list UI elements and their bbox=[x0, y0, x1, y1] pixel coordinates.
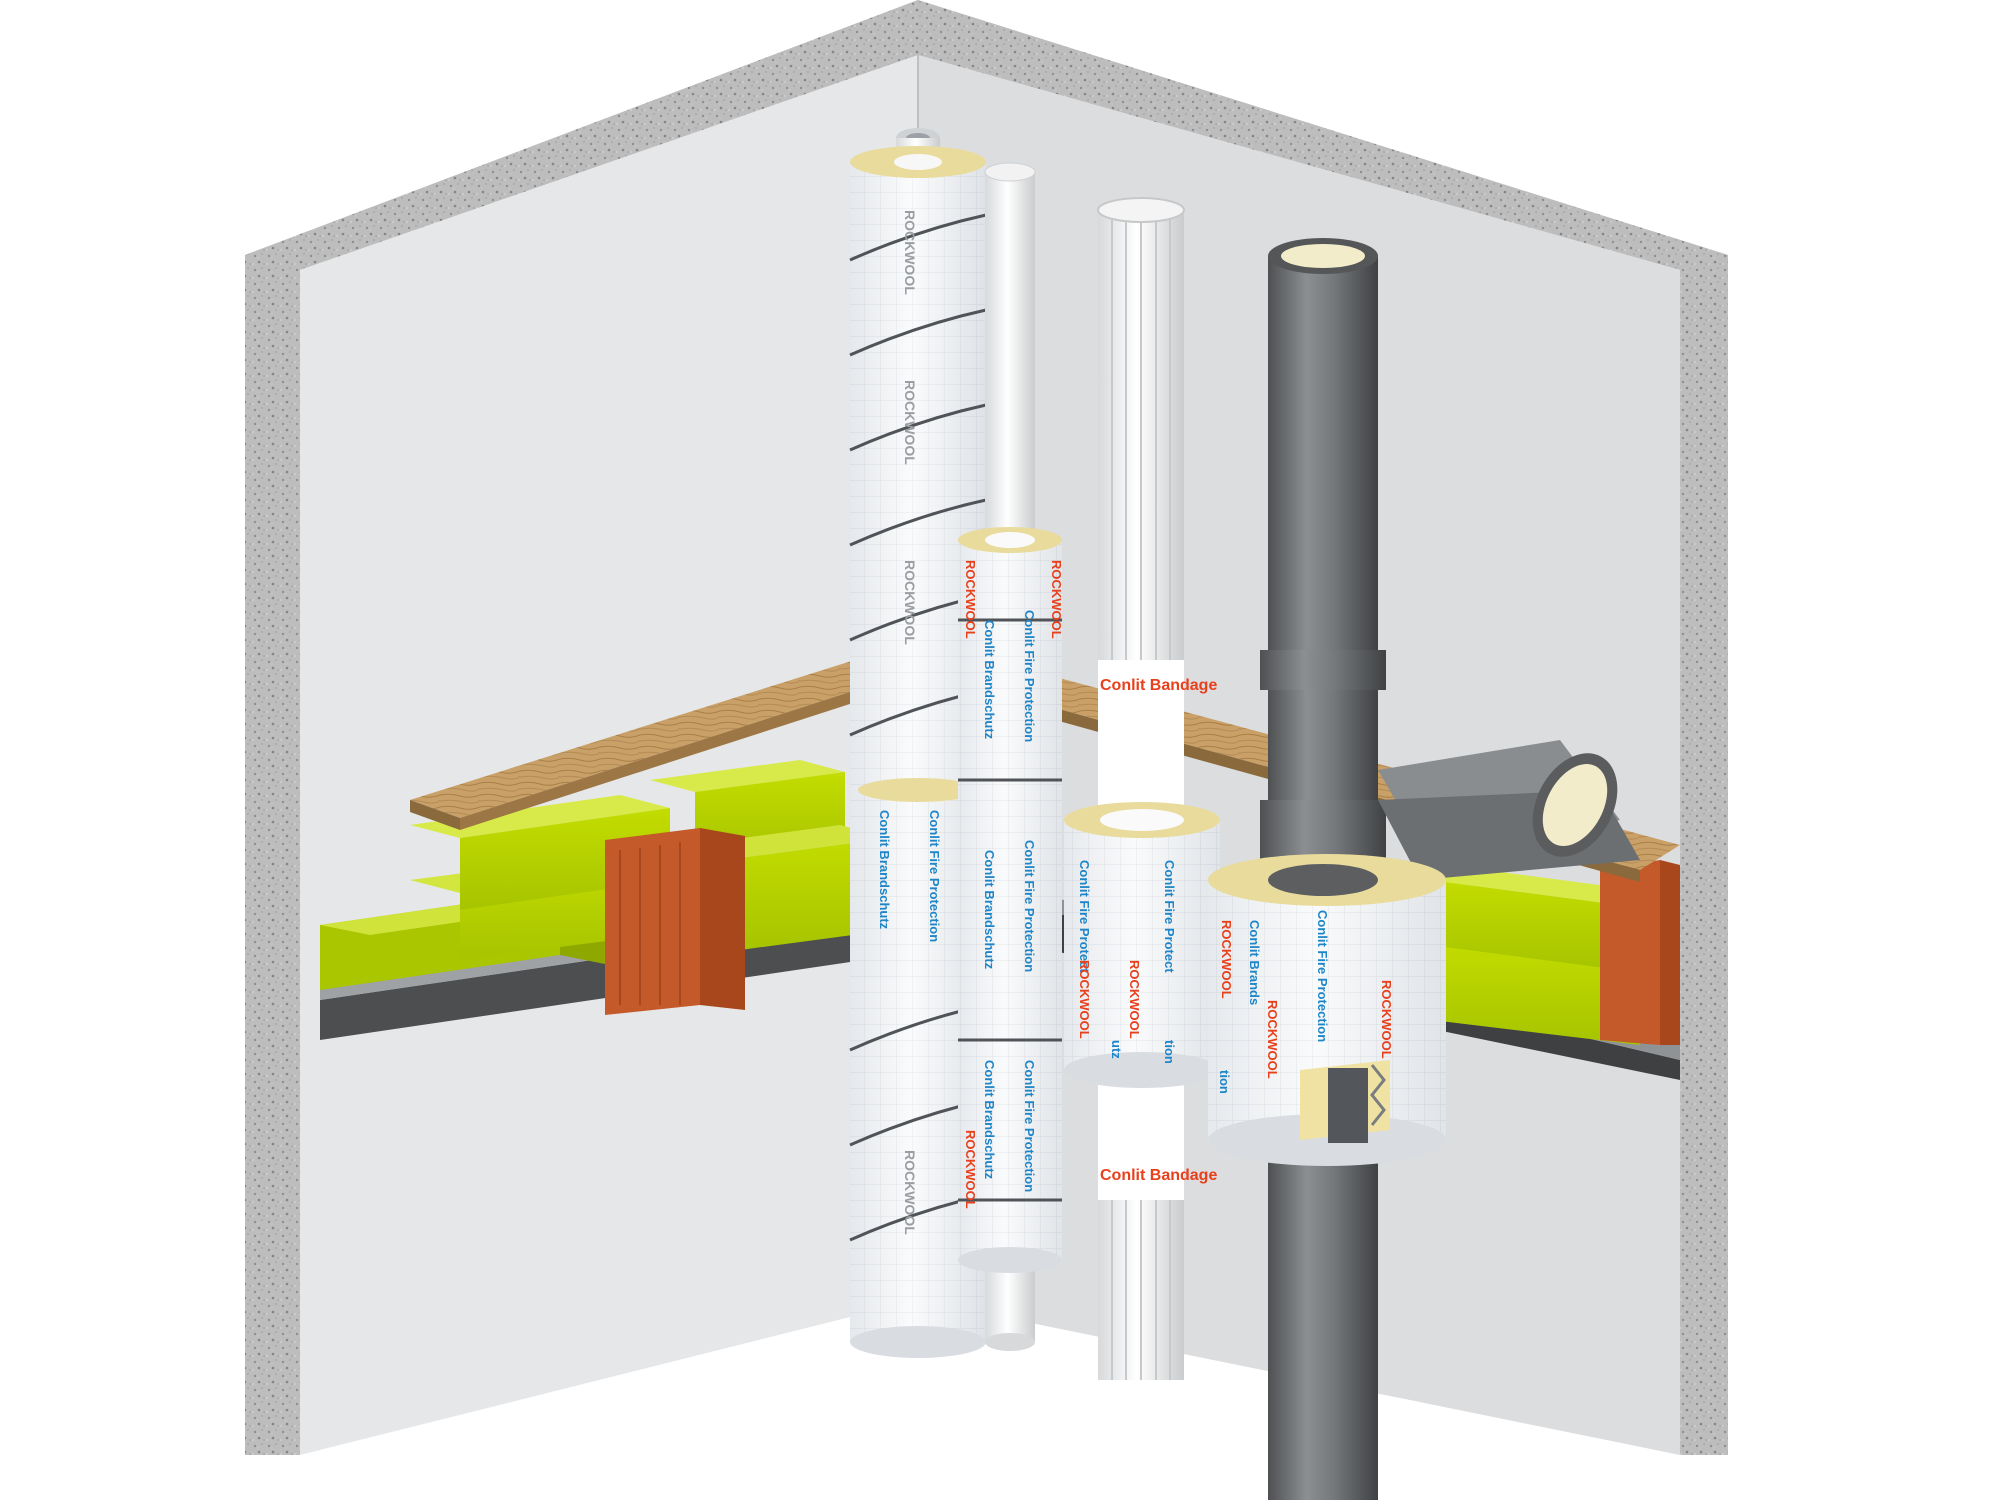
rockwool-red-print-2: ROCKWOOL bbox=[963, 560, 978, 639]
cable-bundle-with-bandage: Conlit Bandage Conlit Bandage Conlit Fir… bbox=[1064, 197, 1220, 1380]
rockwool-red-print-3: ROCKWOOL bbox=[1049, 560, 1064, 639]
bandage-print-2: Conlit Bandage bbox=[1100, 1167, 1217, 1184]
bandage-print-1: Conlit Bandage bbox=[1100, 677, 1217, 694]
fire-protection-print-7: Conlit Fire Protection bbox=[1315, 910, 1330, 1042]
rockwool-red-print-8: ROCKWOOL bbox=[1265, 1000, 1280, 1079]
rockwool-print-3: ROCKWOOL bbox=[902, 560, 918, 645]
brandschutz-print-4: Conlit Brandschutz bbox=[982, 1060, 997, 1180]
fire-protection-print-6: Conlit Fire Protect bbox=[1162, 860, 1177, 973]
timber-beams bbox=[605, 828, 1680, 1045]
plastic-pipe-with-sleeve: ROCKWOOL Conlit Brandschutz Conlit Fire … bbox=[958, 162, 1064, 1351]
brandschutz-print-3: Conlit Brandschutz bbox=[982, 850, 997, 970]
ion-fragment-print: tion bbox=[1162, 1040, 1177, 1064]
fire-protection-print-1: Conlit Fire Protection bbox=[927, 810, 942, 942]
concrete-walls bbox=[245, 0, 1728, 1455]
fire-protection-print-2: Conlit Fire Protection bbox=[1022, 610, 1037, 742]
fire-protection-print-5: Conlit Fire Protect bbox=[1077, 860, 1092, 973]
tion-fragment-print: tion bbox=[1217, 1070, 1232, 1094]
rockwool-print-1: ROCKWOOL bbox=[902, 210, 918, 295]
rockwool-red-print-6: ROCKWOOL bbox=[1127, 960, 1142, 1039]
rockwool-red-print-9: ROCKWOOL bbox=[1379, 980, 1394, 1059]
rockwool-print-2: ROCKWOOL bbox=[902, 380, 918, 465]
fire-protection-print-4: Conlit Fire Protection bbox=[1022, 1060, 1037, 1192]
rockwool-red-print-5: ROCKWOOL bbox=[1077, 960, 1092, 1039]
rockwool-red-print-7: ROCKWOOL bbox=[1219, 920, 1234, 999]
rockwool-red-print-4: ROCKWOOL bbox=[963, 1130, 978, 1209]
brandschutz-partial-print: Conlit Brands bbox=[1247, 920, 1262, 1005]
brandschutz-print-2: Conlit Brandschutz bbox=[982, 620, 997, 740]
utz-fragment-print: utz bbox=[1109, 1040, 1124, 1059]
steel-pipe-with-tee: ROCKWOOL Conlit Brands Conlit Fire Prote… bbox=[1109, 238, 1640, 1500]
brandschutz-print-1: Conlit Brandschutz bbox=[877, 810, 892, 930]
fire-protection-print-3: Conlit Fire Protection bbox=[1022, 840, 1037, 972]
rockwool-print-4: ROCKWOOL bbox=[902, 1150, 918, 1235]
